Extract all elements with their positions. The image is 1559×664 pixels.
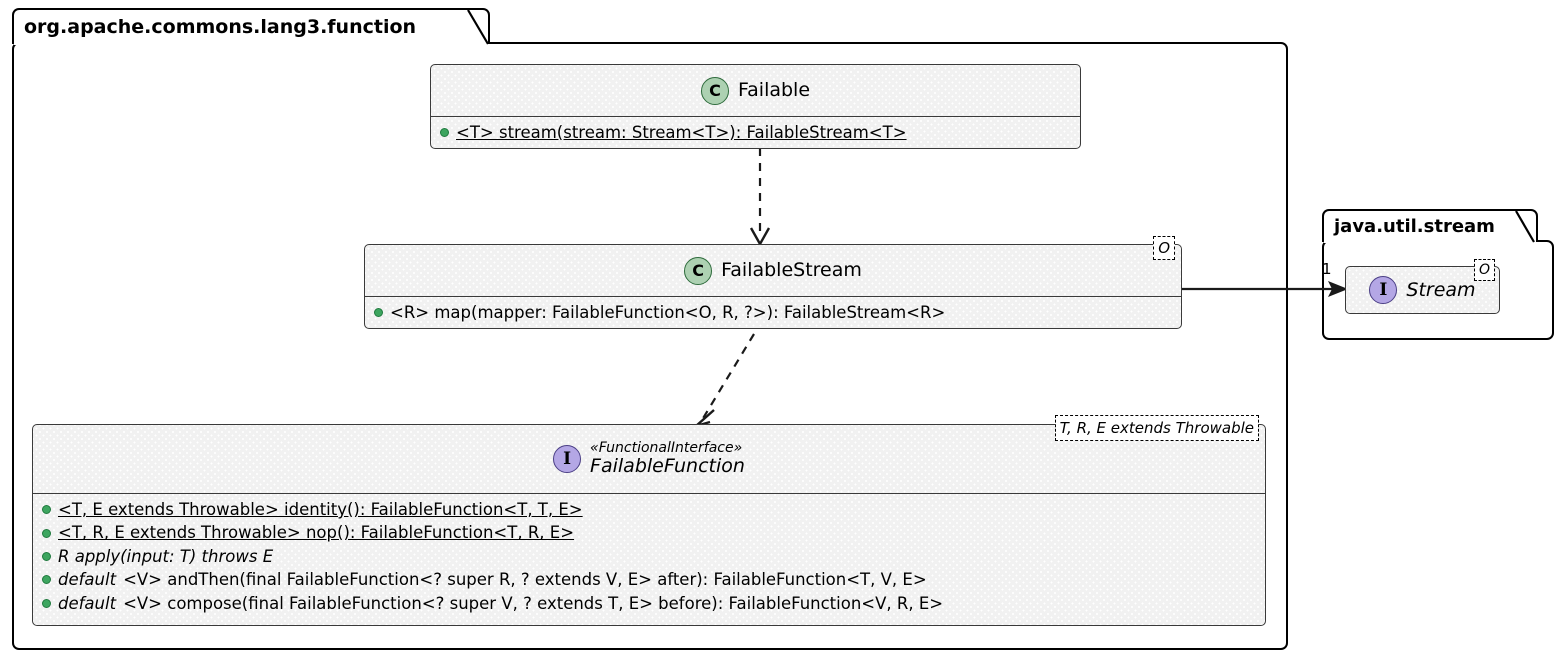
- interface-name-stream: Stream: [1406, 278, 1476, 301]
- member-row[interactable]: <R> map(mapper: FailableFunction<O, R, ?…: [365, 301, 1181, 324]
- member-row[interactable]: <T, R, E extends Throwable> nop(): Faila…: [33, 521, 1265, 544]
- public-visibility-icon: [42, 528, 51, 538]
- public-visibility-icon: [42, 552, 51, 562]
- generic-parameters-box: O: [1473, 259, 1495, 281]
- member-signature: R apply(input: T) throws E: [58, 546, 274, 566]
- class-members-failable: <T> stream(stream: Stream<T>): FailableS…: [431, 117, 1080, 149]
- interface-header-stream: I Stream: [1346, 267, 1499, 313]
- generic-parameters-box: O: [1153, 236, 1175, 260]
- member-row[interactable]: default <V> andThen(final FailableFuncti…: [33, 568, 1265, 591]
- interface-header-failablefunction: I «FunctionalInterface» FailableFunction: [33, 425, 1265, 493]
- member-signature: <T, R, E extends Throwable> nop(): Faila…: [58, 523, 575, 543]
- connector-failable-to-failablestream: [749, 148, 771, 247]
- connector-failablestream-to-failablefunction: [695, 333, 755, 428]
- member-row[interactable]: <T> stream(stream: Stream<T>): FailableS…: [431, 121, 1080, 144]
- member-signature: <T> stream(stream: Stream<T>): FailableS…: [456, 123, 907, 142]
- package-tab-java-util-stream: java.util.stream: [1322, 209, 1538, 243]
- member-signature: <T, E extends Throwable> identity(): Fai…: [58, 500, 583, 519]
- public-visibility-icon: [42, 575, 51, 585]
- member-signature: <R> map(mapper: FailableFunction<O, R, ?…: [390, 303, 946, 322]
- interface-badge-icon: I: [553, 445, 582, 473]
- class-name-failable: Failable: [737, 79, 811, 102]
- interface-box-stream[interactable]: I Stream O: [1345, 259, 1500, 314]
- package-tab-slash-icon: [467, 9, 489, 45]
- class-separator: [431, 116, 1080, 117]
- member-keyword: default: [58, 593, 117, 613]
- interface-name-failablefunction: FailableFunction: [590, 455, 745, 478]
- member-row[interactable]: <T, E extends Throwable> identity(): Fai…: [33, 498, 1265, 521]
- member-signature: <V> andThen(final FailableFunction<? sup…: [123, 570, 927, 590]
- package-name-label-2: java.util.stream: [1334, 216, 1495, 237]
- package-tab-slash-icon-2: [1515, 210, 1537, 243]
- member-row[interactable]: default <V> compose(final FailableFuncti…: [33, 592, 1265, 615]
- member-signature: <V> compose(final FailableFunction<? sup…: [123, 593, 944, 613]
- class-badge-icon: C: [700, 76, 729, 105]
- generic-parameters-box: T, R, E extends Throwable: [1054, 415, 1259, 441]
- member-row[interactable]: R apply(input: T) throws E: [33, 545, 1265, 568]
- public-visibility-icon: [440, 128, 449, 138]
- class-name-failablestream: FailableStream: [721, 259, 862, 282]
- stereotype-label: «FunctionalInterface»: [590, 440, 743, 457]
- class-header-failable: C Failable: [431, 65, 1080, 116]
- class-badge-icon: C: [684, 256, 713, 285]
- class-box-failablestream[interactable]: C FailableStream <R> map(mapper: Failabl…: [364, 236, 1182, 329]
- public-visibility-icon: [374, 308, 383, 318]
- interface-members-failablefunction: <T, E extends Throwable> identity(): Fai…: [33, 494, 1265, 620]
- class-separator: [365, 296, 1181, 297]
- association-multiplicity-label: 1: [1322, 260, 1332, 278]
- public-visibility-icon: [42, 598, 51, 608]
- interface-box-failablefunction[interactable]: I «FunctionalInterface» FailableFunction…: [32, 415, 1266, 626]
- member-keyword: default: [58, 570, 117, 590]
- interface-separator: [33, 493, 1265, 494]
- package-name-label: org.apache.commons.lang3.function: [24, 16, 417, 38]
- package-tab-commons-lang3-function: org.apache.commons.lang3.function: [12, 8, 490, 45]
- class-box-failable[interactable]: C Failable <T> stream(stream: Stream<T>)…: [430, 64, 1081, 149]
- class-members-failablestream: <R> map(mapper: FailableFunction<O, R, ?…: [365, 297, 1181, 329]
- interface-badge-icon: I: [1369, 276, 1398, 304]
- public-visibility-icon: [42, 505, 51, 515]
- class-header-failablestream: C FailableStream: [365, 245, 1181, 296]
